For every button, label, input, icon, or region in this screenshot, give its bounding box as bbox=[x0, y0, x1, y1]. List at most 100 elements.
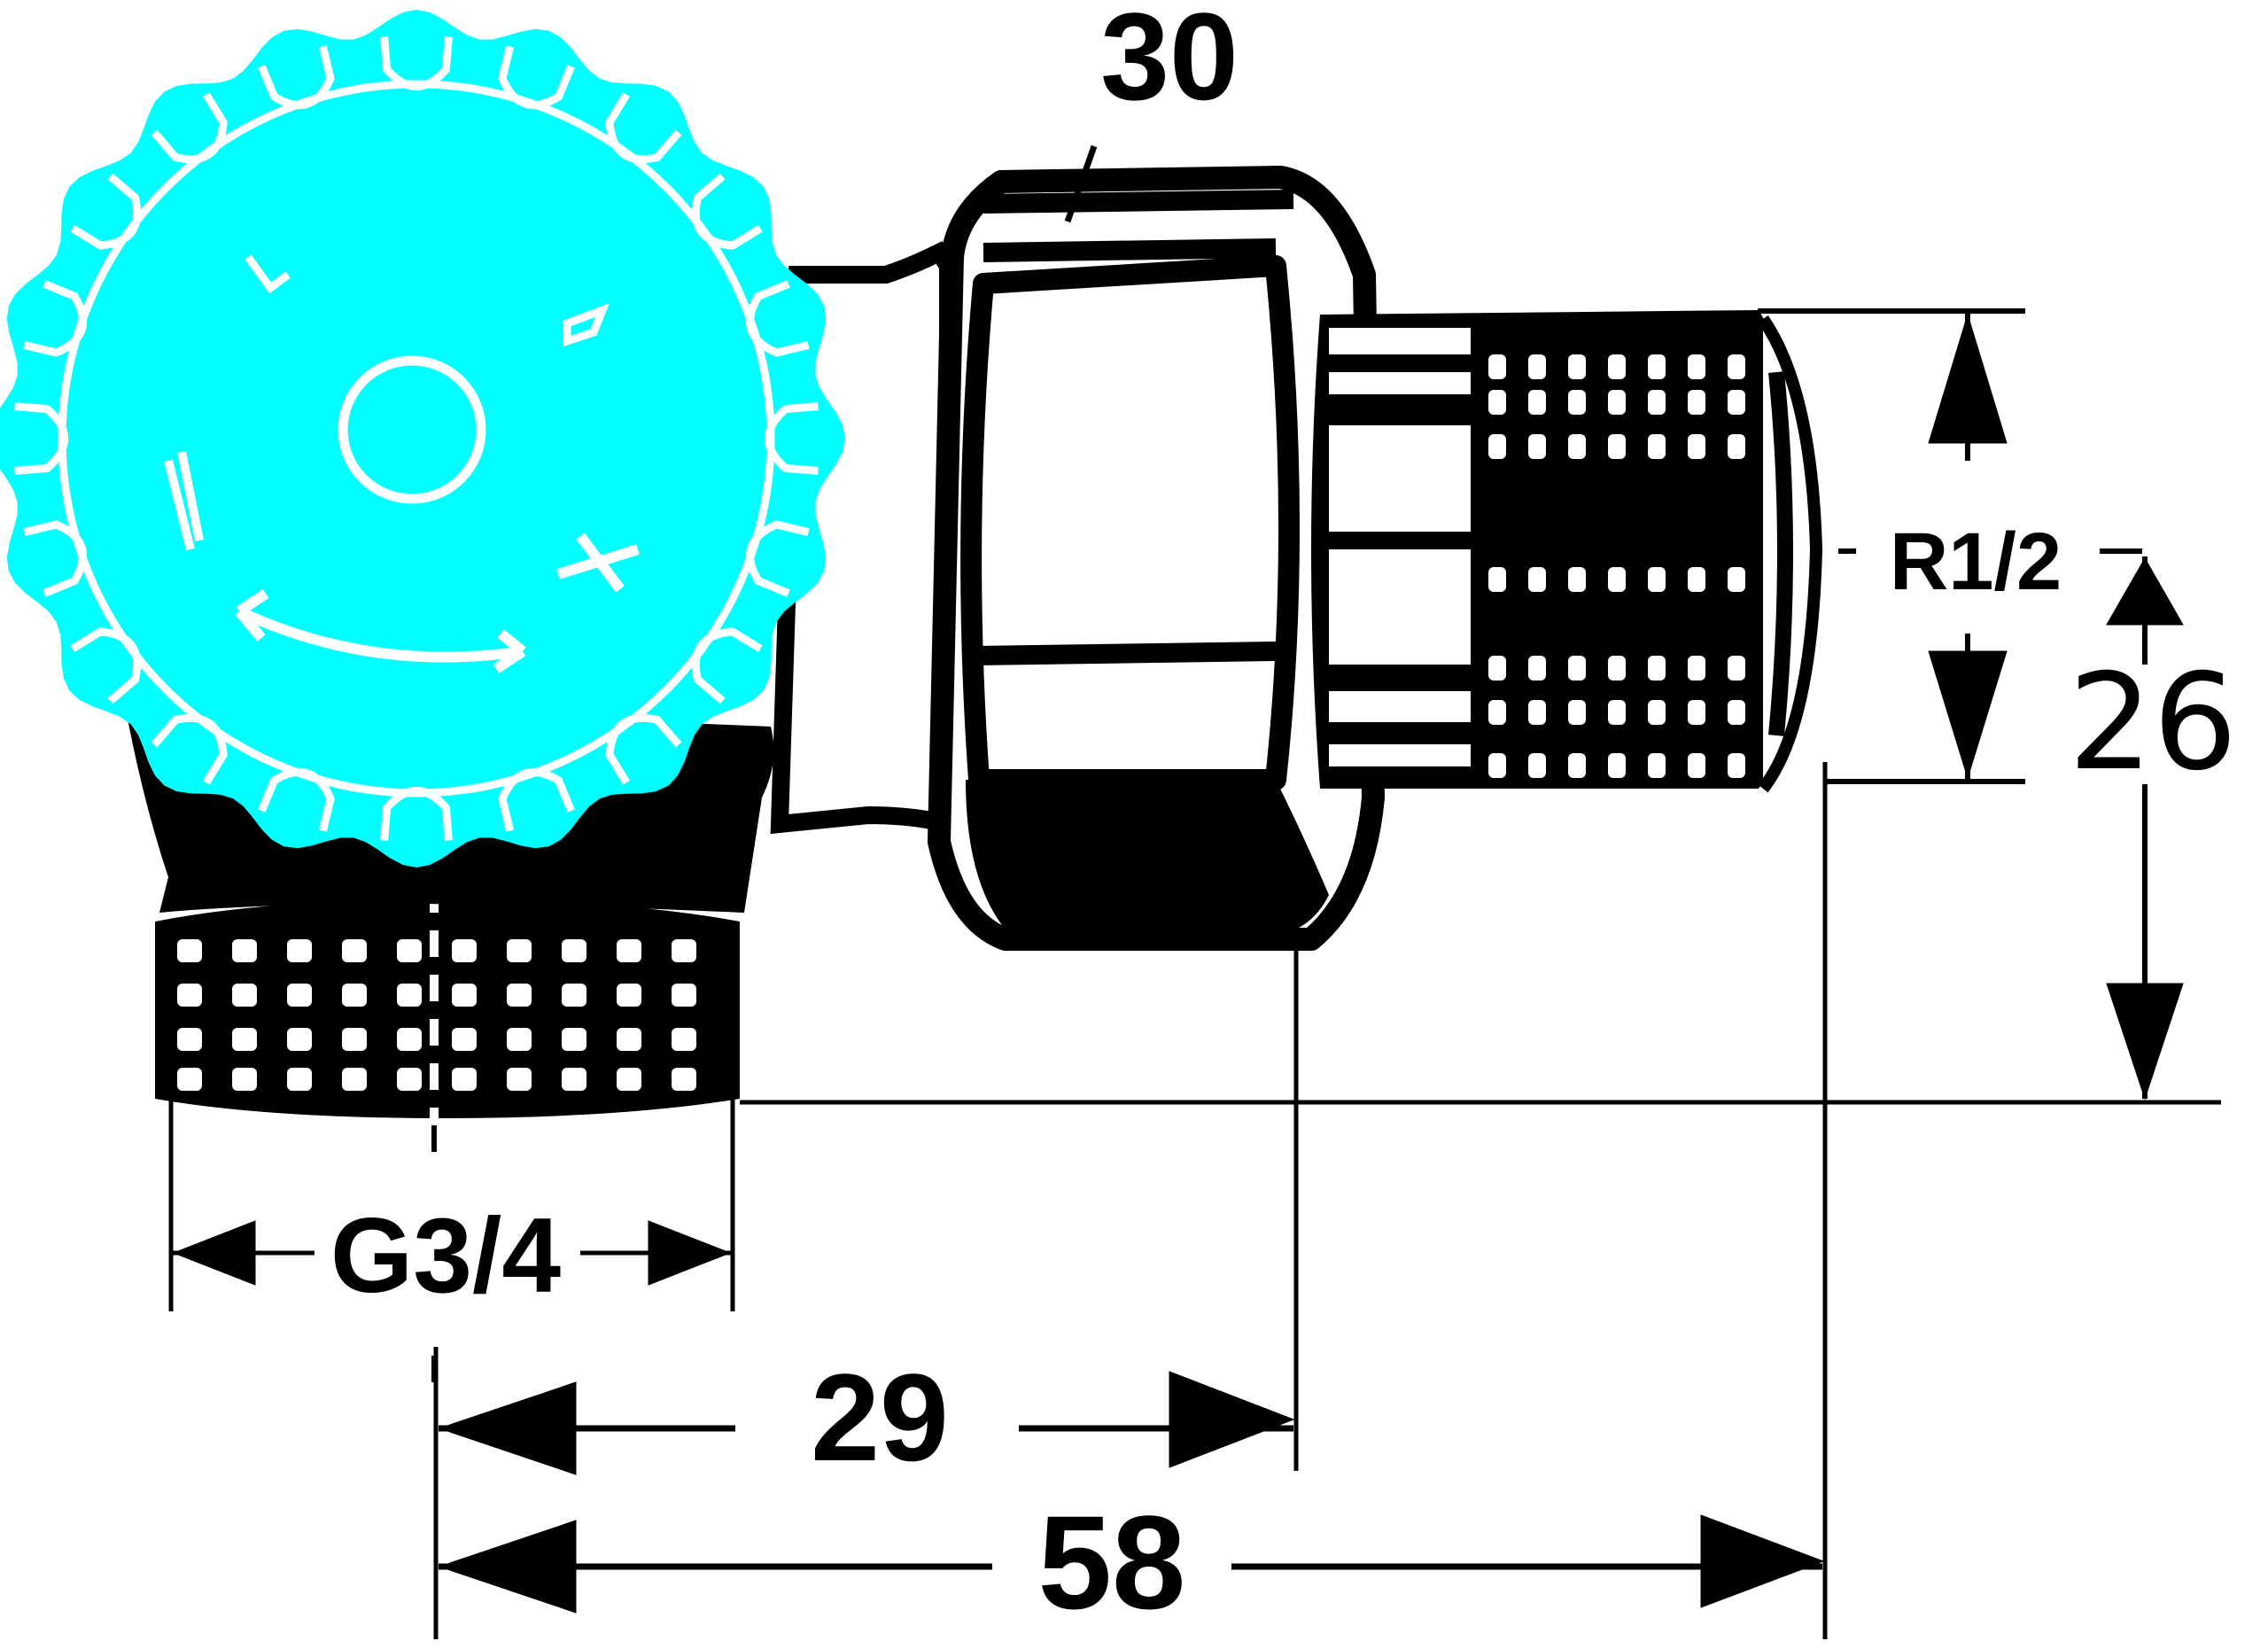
thread-groove bbox=[397, 984, 422, 1007]
thread-groove bbox=[617, 939, 641, 962]
thread-groove bbox=[1568, 354, 1586, 379]
arrow-left-icon bbox=[438, 1520, 577, 1614]
thread-groove bbox=[1608, 656, 1626, 681]
hex-nut bbox=[928, 144, 1385, 951]
thread-groove bbox=[397, 1028, 422, 1051]
thread-groove bbox=[287, 984, 312, 1007]
dimension-lines bbox=[168, 308, 2221, 1639]
thread-groove bbox=[507, 939, 532, 962]
inlet-thread bbox=[155, 886, 740, 1118]
thread-band bbox=[1329, 425, 1471, 532]
dimension-label-axis-to-nut: 29 bbox=[811, 1348, 949, 1487]
thread-groove bbox=[1648, 700, 1666, 725]
thread-groove bbox=[1608, 390, 1626, 415]
arrow-left-icon bbox=[172, 1220, 256, 1286]
thread-groove bbox=[1568, 753, 1586, 778]
thread-groove bbox=[1528, 567, 1546, 592]
thread-groove bbox=[232, 1068, 257, 1091]
thread-groove bbox=[1728, 753, 1745, 778]
thread-groove bbox=[232, 1028, 257, 1051]
thread-groove bbox=[1608, 753, 1626, 778]
thread-groove bbox=[507, 1068, 532, 1091]
thread-groove bbox=[452, 939, 477, 962]
outlet-thread bbox=[1311, 310, 1823, 793]
thread-groove bbox=[1488, 753, 1506, 778]
dimension-label-hex-width: 30 bbox=[1100, 0, 1239, 126]
thread-groove bbox=[672, 984, 696, 1007]
thread-groove bbox=[1488, 656, 1506, 681]
thread-groove bbox=[1488, 390, 1506, 415]
thread-groove bbox=[1688, 656, 1705, 681]
thread-groove bbox=[1488, 567, 1506, 592]
arrow-right-icon bbox=[1169, 1371, 1295, 1468]
thread-groove bbox=[1568, 567, 1586, 592]
thread-groove bbox=[1488, 700, 1506, 725]
thread-groove bbox=[1728, 567, 1745, 592]
thread-band bbox=[1329, 549, 1471, 665]
thread-groove bbox=[562, 939, 586, 962]
thread-groove bbox=[1608, 434, 1626, 459]
thread-groove bbox=[617, 1068, 641, 1091]
thread-groove bbox=[562, 984, 586, 1007]
dimension-label-inlet-thread: G3/4 bbox=[330, 1196, 561, 1315]
thread-groove bbox=[1728, 390, 1745, 415]
thread-groove bbox=[397, 939, 422, 962]
thread-groove bbox=[1528, 656, 1546, 681]
thread-groove bbox=[287, 939, 312, 962]
plus-icon bbox=[556, 533, 640, 593]
thread-groove bbox=[342, 939, 367, 962]
thread-groove bbox=[232, 984, 257, 1007]
hand-wheel-knob bbox=[0, 10, 845, 867]
thread-groove bbox=[177, 939, 202, 962]
dimension-label-outlet-thread: R1/2 bbox=[1890, 517, 2062, 607]
thread-groove bbox=[1568, 700, 1586, 725]
thread-groove bbox=[507, 1028, 532, 1051]
thread-band bbox=[1329, 372, 1471, 394]
thread-band bbox=[1329, 744, 1471, 766]
thread-groove bbox=[1528, 753, 1546, 778]
thread-groove bbox=[1608, 700, 1626, 725]
arrow-down-icon bbox=[2106, 983, 2184, 1101]
thread-groove bbox=[1688, 753, 1705, 778]
thread-groove bbox=[287, 1028, 312, 1051]
thread-groove bbox=[397, 1068, 422, 1091]
thread-groove bbox=[1528, 390, 1546, 415]
thread-groove bbox=[672, 1028, 696, 1051]
thread-groove bbox=[1688, 434, 1705, 459]
minus-icon bbox=[164, 451, 204, 551]
thread-groove bbox=[1528, 354, 1546, 379]
thread-groove bbox=[1648, 656, 1666, 681]
thread-groove bbox=[1728, 434, 1745, 459]
thread-groove bbox=[1648, 390, 1666, 415]
thread-groove bbox=[1648, 434, 1666, 459]
thread-band bbox=[1329, 328, 1471, 354]
arrow-up-icon bbox=[2106, 556, 2184, 626]
thread-groove bbox=[1688, 700, 1705, 725]
thread-groove bbox=[617, 984, 641, 1007]
thread-groove bbox=[1648, 354, 1666, 379]
thread-groove bbox=[1728, 354, 1745, 379]
thread-groove bbox=[1728, 656, 1745, 681]
thread-groove bbox=[177, 1068, 202, 1091]
thread-groove bbox=[562, 1028, 586, 1051]
thread-groove bbox=[342, 984, 367, 1007]
thread-groove bbox=[672, 939, 696, 962]
thread-groove bbox=[287, 1068, 312, 1091]
thread-groove bbox=[342, 1068, 367, 1091]
thread-groove bbox=[1648, 567, 1666, 592]
circle-icon bbox=[338, 355, 486, 504]
thread-groove bbox=[1568, 656, 1586, 681]
arrow-up-icon bbox=[1928, 313, 2008, 444]
thread-groove bbox=[1528, 700, 1546, 725]
thread-groove bbox=[1528, 434, 1546, 459]
thread-groove bbox=[617, 1028, 641, 1051]
thread-groove bbox=[1688, 354, 1705, 379]
thread-groove bbox=[562, 1068, 586, 1091]
arrow-right-icon bbox=[1700, 1514, 1825, 1608]
thread-groove bbox=[1568, 434, 1586, 459]
thread-groove bbox=[452, 1068, 477, 1091]
thread-groove bbox=[1488, 354, 1506, 379]
thread-groove bbox=[177, 984, 202, 1007]
thread-band bbox=[1329, 691, 1471, 722]
